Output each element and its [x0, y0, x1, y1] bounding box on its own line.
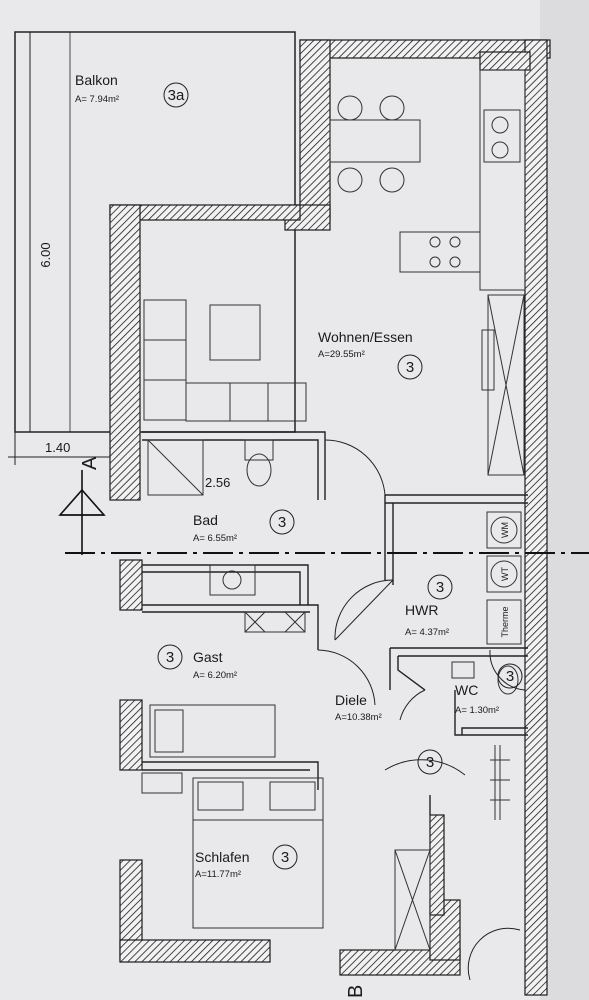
kitchen: [399, 69, 526, 291]
section-mark-b: B: [345, 985, 367, 998]
balkon-area: A= 7.94m²: [75, 94, 119, 105]
schlafen-marker: 3: [281, 849, 289, 866]
bad-name: Bad: [193, 512, 218, 528]
wohnen-marker: 3: [406, 359, 414, 376]
doors: [317, 439, 526, 981]
diele-marker-circle: [417, 749, 443, 775]
balkon-name: Balkon: [75, 72, 118, 88]
wohnen-area: A=29.55m²: [318, 349, 365, 360]
diele-name: Diele: [335, 692, 367, 708]
laundry: [486, 511, 522, 645]
bad-area: A= 6.55m²: [193, 533, 237, 544]
gast-marker-circle: [157, 644, 183, 670]
hwr-marker: 3: [436, 579, 444, 596]
section-line: [58, 470, 589, 555]
wc-name: WC: [455, 682, 478, 698]
schlafen-name: Schlafen: [195, 849, 249, 865]
wc-marker-circle: [497, 663, 523, 689]
hwr-area: A= 4.37m²: [405, 627, 449, 638]
interior-walls: [142, 431, 528, 815]
balkon-marker-circle: [163, 82, 189, 108]
coat-rack: [490, 745, 510, 820]
walls: [109, 39, 551, 996]
shower-height-dim: 2.56: [205, 475, 230, 490]
bad-marker-circle: [269, 509, 295, 535]
bathroom-fixtures: [147, 439, 274, 596]
balkon-marker: 3a: [168, 87, 185, 104]
boiler-label: Therme: [500, 606, 510, 637]
balkon-width-dim: 1.40: [45, 440, 70, 455]
dryer-label: WT: [500, 567, 510, 581]
wc-area: A= 1.30m²: [455, 705, 499, 716]
schlafen-area: A=11.77m²: [195, 869, 241, 880]
dining-set: [329, 95, 421, 193]
wc-fixtures: [451, 661, 519, 695]
section-mark-a: A: [79, 456, 101, 470]
gast-name: Gast: [193, 649, 223, 665]
gast-marker: 3: [166, 649, 174, 666]
schlafen-marker-circle: [272, 844, 298, 870]
cabinet-right: [481, 294, 525, 476]
sofa: [143, 299, 307, 422]
wohnen-marker-circle: [397, 354, 423, 380]
hwr-name: HWR: [405, 602, 438, 618]
diele-marker: 3: [426, 754, 434, 771]
wc-marker: 3: [506, 668, 514, 685]
washer-label: WM: [500, 522, 510, 538]
bedroom-furniture: [141, 772, 431, 951]
gast-area: A= 6.20m²: [193, 670, 237, 681]
balkon-depth-dim: 6.00: [38, 242, 53, 267]
bad-marker: 3: [278, 514, 286, 531]
diele-area: A=10.38m²: [335, 712, 382, 723]
page-edge: [540, 0, 589, 1000]
wohnen-name: Wohnen/Essen: [318, 329, 413, 345]
hwr-marker-circle: [427, 574, 453, 600]
gast-furniture: [149, 611, 306, 758]
